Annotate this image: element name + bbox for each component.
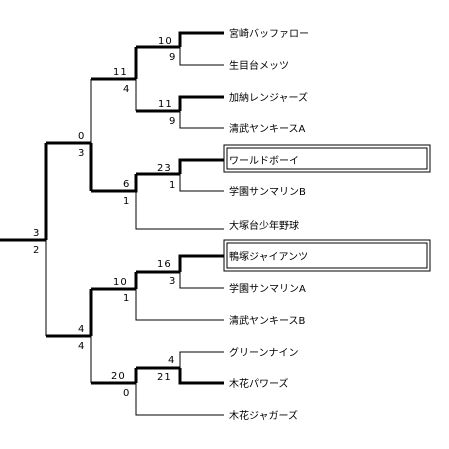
score-final-top: 3: [33, 228, 40, 239]
team-name: 学園サンマリンB: [229, 185, 306, 198]
team-name: 学園サンマリンA: [229, 282, 306, 295]
score-r1-q2-top: 23: [157, 163, 172, 174]
team-name: 木花パワーズ: [229, 377, 289, 390]
score-r1-q1a-bottom: 9: [169, 52, 176, 63]
score-semi-bottom-top: 4: [78, 324, 85, 335]
team-name: 清武ヤンキースA: [229, 122, 305, 135]
score-r1-q1b-top: 11: [158, 99, 173, 110]
score-final-bottom: 2: [33, 245, 40, 256]
score-r2-q2-top: 6: [123, 179, 130, 190]
score-r2-q3-top: 10: [113, 277, 128, 288]
team-name: 鴨塚ジャイアンツ: [229, 250, 308, 263]
match-semi-bottom: [46, 289, 93, 383]
score-r2-q4-bottom: 0: [123, 388, 130, 399]
match-r2-q3: [91, 272, 224, 321]
score-r1-q3-top: 16: [157, 259, 172, 270]
match-r2-q4: [91, 368, 224, 416]
team-name: 木花ジャガーズ: [229, 409, 298, 422]
score-semi-top-bottom: 3: [78, 148, 85, 159]
team-name: 生目台メッツ: [229, 59, 289, 72]
score-r1-q4-bottom: 21: [157, 372, 172, 383]
team-name: ワールドボーイ: [229, 155, 299, 167]
score-r2-q4-top: 20: [111, 371, 126, 382]
score-r2-top-top: 11: [113, 67, 128, 78]
score-semi-top-top: 0: [78, 131, 85, 142]
match-r2-q2-winner-line: [91, 174, 138, 193]
match-r1-kamozuka-vs-gakuenA: [136, 254, 224, 289]
team-name: グリーンナイン: [229, 346, 299, 359]
match-r1-miyazaki-vs-ikimedai: [136, 31, 224, 66]
score-semi-bottom-bottom: 4: [78, 341, 85, 352]
match-final: [0, 143, 48, 336]
score-r1-q3-bottom: 3: [169, 276, 176, 287]
match-r2-top: [91, 47, 138, 111]
score-r1-q2-bottom: 1: [169, 180, 176, 191]
team-name: 大塚台少年野球: [229, 219, 299, 232]
score-r1-q1b-bottom: 9: [169, 116, 176, 127]
score-r2-q3-bottom: 1: [123, 293, 130, 304]
team-name: 宮崎バッファロー: [229, 27, 309, 40]
match-r1-kanou-vs-kiyotakeA: [136, 95, 224, 129]
score-r2-top-bottom: 4: [123, 84, 130, 95]
score-r1-q1a-top: 10: [158, 36, 173, 47]
team-name: 清武ヤンキースB: [229, 314, 305, 327]
team-name: 加納レンジャーズ: [229, 91, 308, 104]
match-r1-green-vs-kibanaPowers: [136, 351, 224, 385]
score-r1-q4-top: 4: [168, 355, 175, 366]
score-r2-q2-bottom: 1: [123, 196, 130, 207]
match-semi-top: [46, 79, 93, 191]
match-r1-worldboy-vs-gakuenB: [136, 158, 224, 192]
